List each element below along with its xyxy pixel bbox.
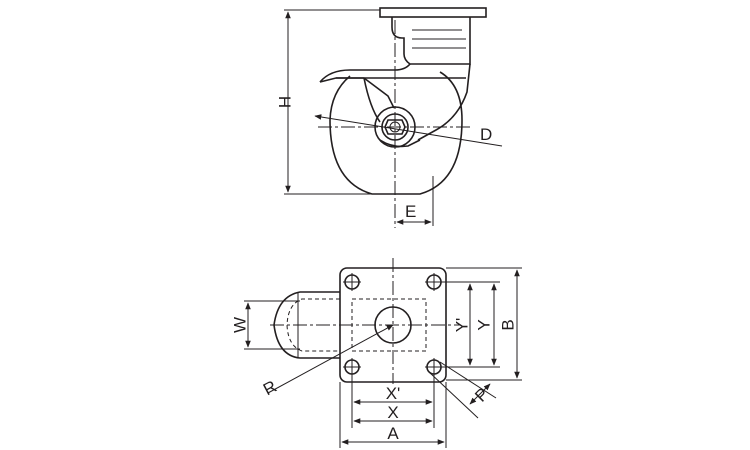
swivel-housing bbox=[391, 17, 471, 65]
label-R: R bbox=[260, 377, 280, 400]
bolt-holes bbox=[343, 273, 443, 376]
label-W: W bbox=[231, 317, 250, 333]
dimension-R: R bbox=[260, 324, 394, 400]
dimension-W: W bbox=[231, 300, 300, 350]
dimension-P: P bbox=[428, 361, 497, 419]
dimension-E: E bbox=[396, 176, 434, 226]
wheel bbox=[329, 71, 463, 195]
label-P: P bbox=[471, 384, 492, 405]
label-X-prime: X' bbox=[386, 384, 401, 403]
label-A: A bbox=[387, 424, 399, 443]
dimension-D: D bbox=[314, 114, 503, 147]
label-B: B bbox=[499, 319, 518, 330]
side-view: H D E bbox=[276, 7, 503, 228]
dimension-A: A bbox=[339, 382, 447, 448]
label-X: X bbox=[387, 403, 398, 422]
label-Y: Y bbox=[475, 319, 494, 330]
dimension-Y: Y bbox=[475, 281, 500, 368]
dimension-B: B bbox=[446, 267, 522, 381]
dimension-X: X bbox=[353, 403, 433, 424]
dimension-X-prime: X' bbox=[351, 374, 435, 428]
label-D: D bbox=[480, 125, 492, 144]
dimension-H: H bbox=[276, 9, 395, 195]
label-E: E bbox=[405, 202, 416, 221]
top-plate bbox=[379, 7, 487, 18]
dimension-Y-prime: Y' bbox=[438, 281, 476, 368]
label-H: H bbox=[276, 96, 295, 108]
label-Y-prime: Y' bbox=[453, 318, 472, 333]
top-view: W R P X' X A bbox=[231, 258, 522, 448]
